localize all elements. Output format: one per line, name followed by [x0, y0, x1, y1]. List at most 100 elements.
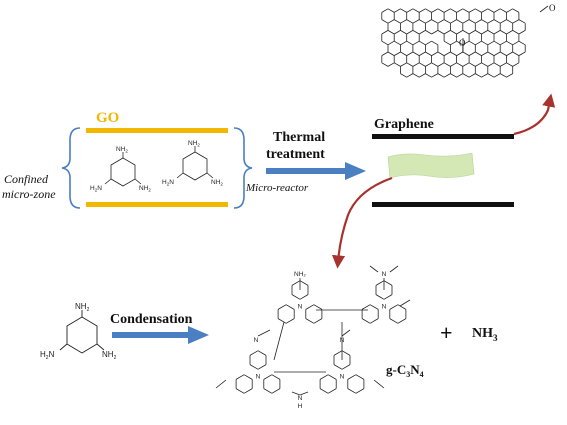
bond — [257, 364, 267, 370]
carbonyl-oxygen-label: O — [549, 3, 556, 13]
bond — [299, 391, 309, 396]
bond — [341, 329, 351, 337]
bond — [373, 379, 385, 389]
atom-label: N — [298, 395, 303, 402]
bond — [299, 280, 309, 286]
bond — [375, 294, 385, 300]
epoxy-oxygen-label: O — [459, 38, 466, 48]
bond — [319, 388, 329, 394]
bond — [389, 265, 399, 273]
bond — [313, 304, 323, 310]
bond — [291, 294, 301, 300]
atom-label: N — [298, 304, 303, 311]
graphene-lattice-structure — [381, 5, 549, 78]
left-brace — [61, 127, 81, 209]
gcn-heptazine-network — [215, 265, 411, 396]
melamine-molecule-2: NH2 H2N NH2 — [162, 140, 223, 187]
bond — [333, 364, 343, 370]
bond — [215, 379, 227, 389]
svg-text:NH2: NH2 — [102, 350, 117, 361]
bond — [397, 304, 407, 310]
graphene-label: Graphene — [374, 117, 434, 132]
bond — [355, 388, 365, 394]
bond — [319, 374, 329, 380]
bond — [305, 318, 315, 324]
atom-label: N — [256, 374, 261, 381]
bond — [249, 364, 259, 370]
gcn-label: g-C3N4 — [386, 362, 424, 379]
bond — [333, 350, 343, 356]
confined-label-line2: micro-zone — [2, 187, 56, 201]
bond — [383, 294, 393, 300]
bond — [369, 318, 379, 324]
graphene-sheet-bottom — [372, 202, 514, 207]
bond — [327, 388, 337, 394]
atom-label: N — [340, 374, 345, 381]
thermal-arrow — [266, 162, 366, 180]
atom-label: N — [382, 304, 387, 311]
bond — [361, 318, 371, 324]
bond — [277, 304, 287, 310]
bond — [397, 318, 407, 324]
condensation-label: Condensation — [110, 312, 193, 327]
bond — [305, 304, 315, 310]
bond — [257, 350, 267, 356]
condensation-arrow — [112, 326, 209, 344]
melamine-molecule-1: NH2 H2N NH2 — [90, 146, 151, 193]
go-label: GO — [96, 110, 119, 126]
bond — [347, 388, 357, 394]
bond — [291, 391, 301, 396]
bond — [299, 294, 309, 300]
bond — [271, 374, 281, 380]
graphene-sheet-top — [372, 134, 514, 139]
atom-label: N — [340, 337, 345, 344]
bond — [235, 374, 245, 380]
go-sheet-top — [86, 128, 228, 133]
green-cn-sheet — [387, 152, 475, 179]
confined-label-line1: Confined — [4, 172, 49, 186]
atom-label: N — [382, 271, 387, 278]
bond — [263, 374, 273, 380]
bond — [263, 388, 273, 394]
bond — [361, 304, 371, 310]
svg-text:NH2: NH2 — [75, 302, 90, 313]
thermal-label-line1: Thermal — [273, 130, 325, 145]
bond — [341, 350, 351, 356]
atom-label: NH₂ — [294, 271, 306, 278]
bond — [243, 388, 253, 394]
right-brace — [233, 127, 253, 209]
bond — [375, 280, 385, 286]
bond — [277, 318, 287, 324]
bond — [327, 374, 337, 380]
nh3-label: NH3 — [472, 326, 498, 343]
bond — [399, 299, 411, 307]
red-arrow-to-graphene — [513, 93, 556, 136]
svg-text:NH2: NH2 — [211, 179, 223, 187]
micro-reactor-label: Micro-reactor — [245, 182, 309, 194]
bond — [341, 364, 351, 370]
svg-text:NH2: NH2 — [116, 146, 128, 154]
svg-text:NH2: NH2 — [139, 185, 151, 193]
bond — [369, 304, 379, 310]
plus-sign: + — [440, 320, 453, 345]
bond — [313, 318, 323, 324]
bond — [389, 318, 399, 324]
bond — [285, 318, 295, 324]
bond — [383, 280, 393, 286]
atom-label: H — [298, 403, 303, 410]
thermal-label-line2: treatment — [266, 147, 325, 162]
svg-text:H2N: H2N — [162, 179, 174, 187]
bond — [291, 280, 301, 286]
svg-text:H2N: H2N — [90, 185, 102, 193]
go-sheet-bottom — [86, 202, 228, 207]
bond — [285, 304, 295, 310]
bond — [389, 304, 399, 310]
bond — [273, 321, 285, 361]
bond — [355, 374, 365, 380]
svg-text:NH2: NH2 — [188, 140, 200, 148]
melamine-molecule-3: NH2 H2N NH2 — [40, 302, 117, 361]
atom-label: N — [254, 337, 259, 344]
red-arrow-to-gcn — [331, 176, 393, 269]
